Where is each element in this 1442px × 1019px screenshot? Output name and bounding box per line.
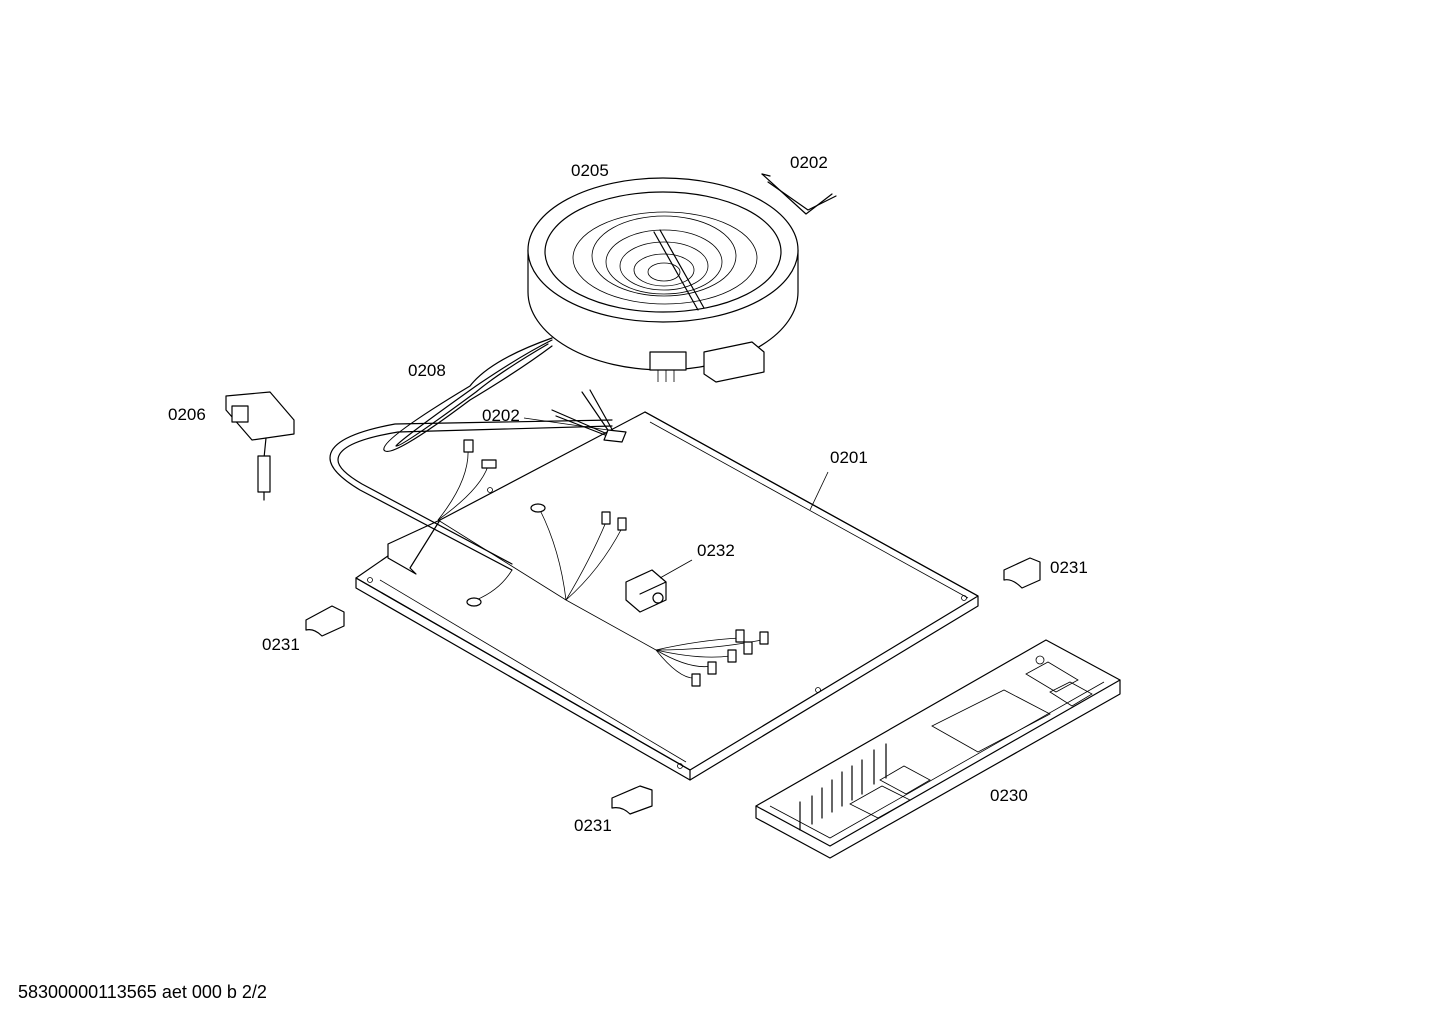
wiring-harness bbox=[437, 439, 769, 687]
label-0206: 0206 bbox=[168, 405, 206, 424]
control-module-tray bbox=[755, 639, 1121, 859]
document-id: 58300000113565 aet 000 b 2/2 bbox=[18, 982, 267, 1002]
clip-bottom bbox=[611, 785, 653, 815]
leader-lines bbox=[523, 417, 829, 579]
rod-frame bbox=[329, 419, 613, 571]
terminal-block bbox=[625, 569, 667, 613]
connection-cable bbox=[383, 337, 553, 452]
temperature-limiter bbox=[225, 391, 295, 501]
label-0202-top: 0202 bbox=[790, 153, 828, 172]
label-0201: 0201 bbox=[830, 448, 868, 467]
label-0205: 0205 bbox=[571, 161, 609, 180]
label-0230: 0230 bbox=[990, 786, 1028, 805]
radiant-heater bbox=[527, 177, 799, 383]
label-0231-bottom: 0231 bbox=[574, 816, 612, 835]
label-0208: 0208 bbox=[408, 361, 446, 380]
mounting-bracket-top bbox=[761, 173, 837, 215]
label-0232: 0232 bbox=[697, 541, 735, 560]
clip-right bbox=[1003, 557, 1041, 589]
tray-terminals bbox=[799, 743, 887, 831]
clip-left bbox=[305, 605, 345, 637]
base-plate bbox=[355, 411, 979, 781]
label-0202-middle: 0202 bbox=[482, 406, 520, 425]
label-0231-left: 0231 bbox=[262, 635, 300, 654]
label-0231-right: 0231 bbox=[1050, 558, 1088, 577]
mounting-bracket-middle bbox=[551, 389, 627, 443]
